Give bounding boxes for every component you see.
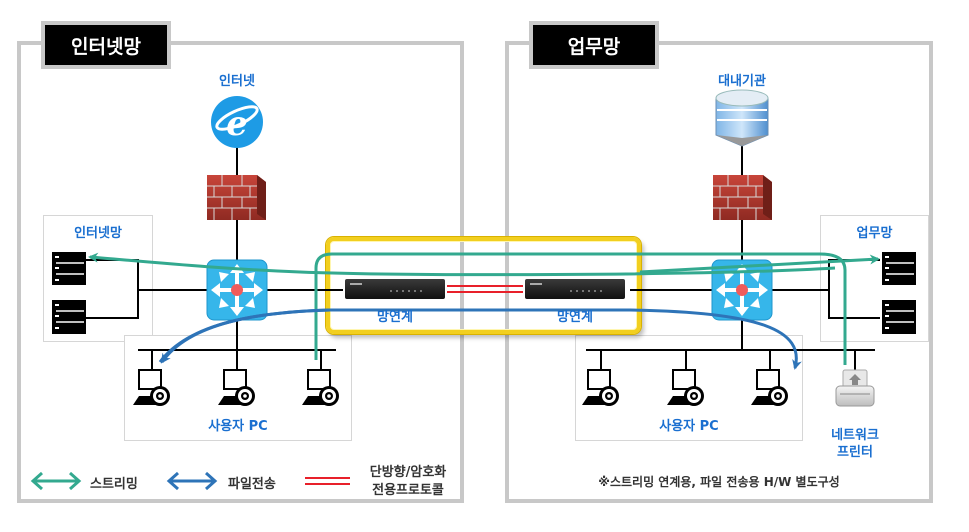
left-netlink-label: 망연계 <box>377 310 413 325</box>
printer-label-line1: 네트워크 <box>831 428 879 443</box>
netlink-highlight-box <box>326 237 641 334</box>
left-wiring <box>86 140 343 370</box>
right-pc-2-icon <box>667 369 704 406</box>
agency-label: 대내기관 <box>718 74 766 89</box>
right-netlink-label: 망연계 <box>557 310 593 325</box>
streaming-path-to-business-server <box>314 252 847 365</box>
right-pc-group-label: 사용자 PC <box>659 419 719 434</box>
right-firewall-icon <box>713 175 772 220</box>
business-network-title: 업무망 <box>529 21 659 69</box>
business-server-1-icon <box>882 252 916 285</box>
network-printer-icon <box>835 369 875 407</box>
right-pc-1-icon <box>582 369 619 406</box>
right-pc-3-icon <box>751 369 788 406</box>
legend-file-transfer-arrow <box>166 471 218 491</box>
right-netlink-device-icon <box>525 279 625 299</box>
agency-building-icon <box>715 89 769 147</box>
right-switch-icon <box>711 259 773 321</box>
legend-protocol-label-line1: 단방향/암호화 <box>369 465 447 480</box>
file-transfer-flow <box>158 308 802 370</box>
streaming-path-to-business-server-head <box>639 254 880 274</box>
streaming-flow <box>88 252 880 365</box>
left-pc-group-label: 사용자 PC <box>208 419 268 434</box>
internet-label: 인터넷 <box>219 74 255 89</box>
legend-streaming-arrow <box>30 471 82 491</box>
internet-explorer-icon: e <box>211 96 263 148</box>
printer-label-line2: 프린터 <box>837 445 873 460</box>
legend-file-transfer-label: 파일전송 <box>228 477 276 492</box>
business-server-group-label: 업무망 <box>856 226 893 241</box>
internet-server-group-label: 인터넷망 <box>74 226 122 241</box>
legend-protocol-label-line2: 전용프로토콜 <box>372 483 444 498</box>
internet-network-title: 인터넷망 <box>41 21 171 69</box>
dedicated-protocol-link <box>447 285 523 293</box>
legend-streaming-label: 스트리밍 <box>90 477 138 492</box>
left-pc-1-icon <box>133 369 170 406</box>
internet-server-2-icon <box>52 300 86 334</box>
left-firewall-icon <box>207 175 266 220</box>
left-pc-3-icon <box>302 369 339 406</box>
left-pc-2-icon <box>218 369 255 406</box>
hardware-note: ※스트리밍 연계용, 파일 전송용 H/W 별도구성 <box>598 475 840 489</box>
streaming-path-to-internet-server <box>88 252 836 277</box>
internet-server-1-icon <box>52 252 86 285</box>
business-server-2-icon <box>882 300 916 334</box>
file-transfer-path-left-head <box>160 308 331 364</box>
legend-protocol-line <box>305 477 350 485</box>
left-netlink-device-icon <box>345 279 445 299</box>
